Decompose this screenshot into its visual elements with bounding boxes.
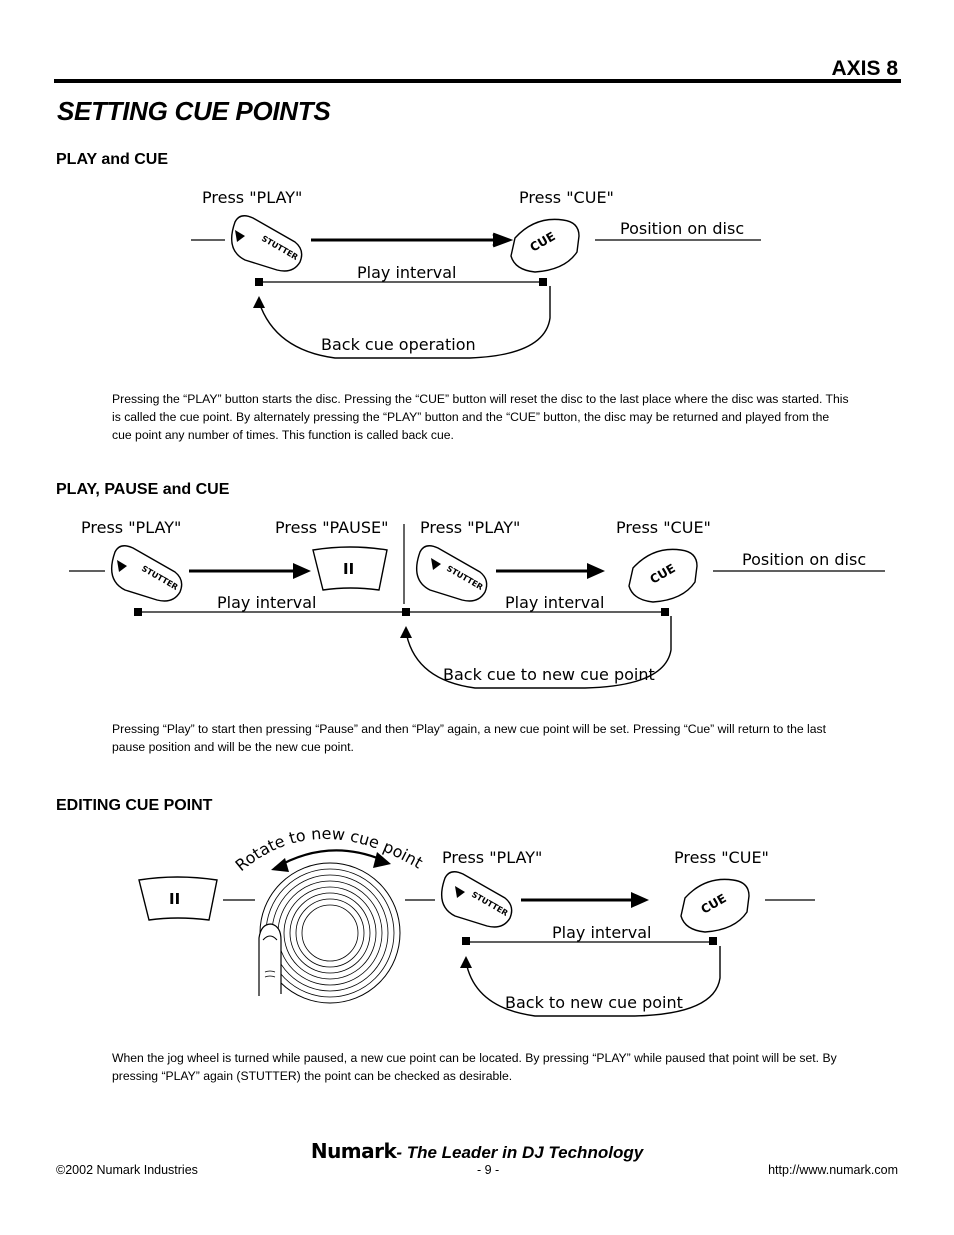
- diagram-play-cue: Press "PLAY" Press "CUE" Position on dis…: [191, 188, 761, 359]
- section-heading-play-pause-cue: PLAY, PAUSE and CUE: [56, 481, 230, 498]
- footer-copyright: ©2002 Numark Industries: [56, 1163, 198, 1177]
- section-heading-editing-cue: EDITING CUE POINT: [56, 797, 213, 814]
- pause-button-icon: II: [312, 546, 388, 591]
- paragraph-play-pause-cue: Pressing “Play” to start then pressing “…: [112, 722, 826, 754]
- label-press-pause: Press "PAUSE": [275, 518, 388, 537]
- pause-label: II: [343, 560, 354, 578]
- label-position: Position on disc: [620, 219, 744, 238]
- label-press-cue: Press "CUE": [674, 848, 769, 867]
- cue-button-icon: CUE: [510, 218, 580, 273]
- section-heading-play-cue: PLAY and CUE: [56, 151, 169, 168]
- label-back-cue: Back cue operation: [321, 335, 476, 354]
- label-press-play: Press "PLAY": [202, 188, 302, 207]
- label-press-play: Press "PLAY": [442, 848, 542, 867]
- footer-url[interactable]: http://www.numark.com: [768, 1163, 898, 1177]
- cue-button-icon: CUE: [680, 878, 750, 933]
- label-play-interval: Play interval: [552, 923, 651, 942]
- label-back-cue: Back to new cue point: [505, 993, 683, 1012]
- play-button-icon: STUTTER: [231, 215, 303, 272]
- diagram-play-pause-cue: Press "PLAY" Press "PAUSE" Press "PLAY" …: [69, 518, 885, 689]
- paragraph-editing-cue: When the jog wheel is turned while pause…: [112, 1051, 837, 1083]
- pause-label: II: [169, 890, 180, 908]
- play-button-icon-2: STUTTER: [416, 545, 488, 602]
- label-play-interval: Play interval: [357, 263, 456, 282]
- label-position: Position on disc: [742, 550, 866, 569]
- paragraph-play-cue: Pressing the “PLAY” button starts the di…: [112, 392, 849, 442]
- label-press-play: Press "PLAY": [81, 518, 181, 537]
- jog-wheel-icon: [258, 862, 401, 1004]
- play-button-icon: STUTTER: [441, 871, 513, 928]
- label-press-cue: Press "CUE": [616, 518, 711, 537]
- model-name: AXIS 8: [831, 57, 898, 80]
- pause-button-icon: II: [138, 876, 218, 921]
- numark-logo: Numark: [310, 1139, 397, 1163]
- page-title: SETTING CUE POINTS: [57, 96, 331, 126]
- footer-brand: Numark- The Leader in DJ Technology: [0, 1139, 954, 1163]
- cue-button-icon: CUE: [628, 548, 698, 603]
- label-play-interval: Play interval: [217, 593, 316, 612]
- header-rule: [54, 79, 901, 83]
- label-press-cue: Press "CUE": [519, 188, 614, 207]
- label-back-cue: Back cue to new cue point: [443, 665, 655, 684]
- label-play-interval-2: Play interval: [505, 593, 604, 612]
- play-button-icon: STUTTER: [111, 545, 183, 602]
- label-press-play-2: Press "PLAY": [420, 518, 520, 537]
- footer-page-number: - 9 -: [477, 1163, 500, 1177]
- diagram-editing-cue: Rotate to new cue point II Press "PLAY" …: [138, 824, 815, 1017]
- footer-tagline: - The Leader in DJ Technology: [396, 1143, 644, 1162]
